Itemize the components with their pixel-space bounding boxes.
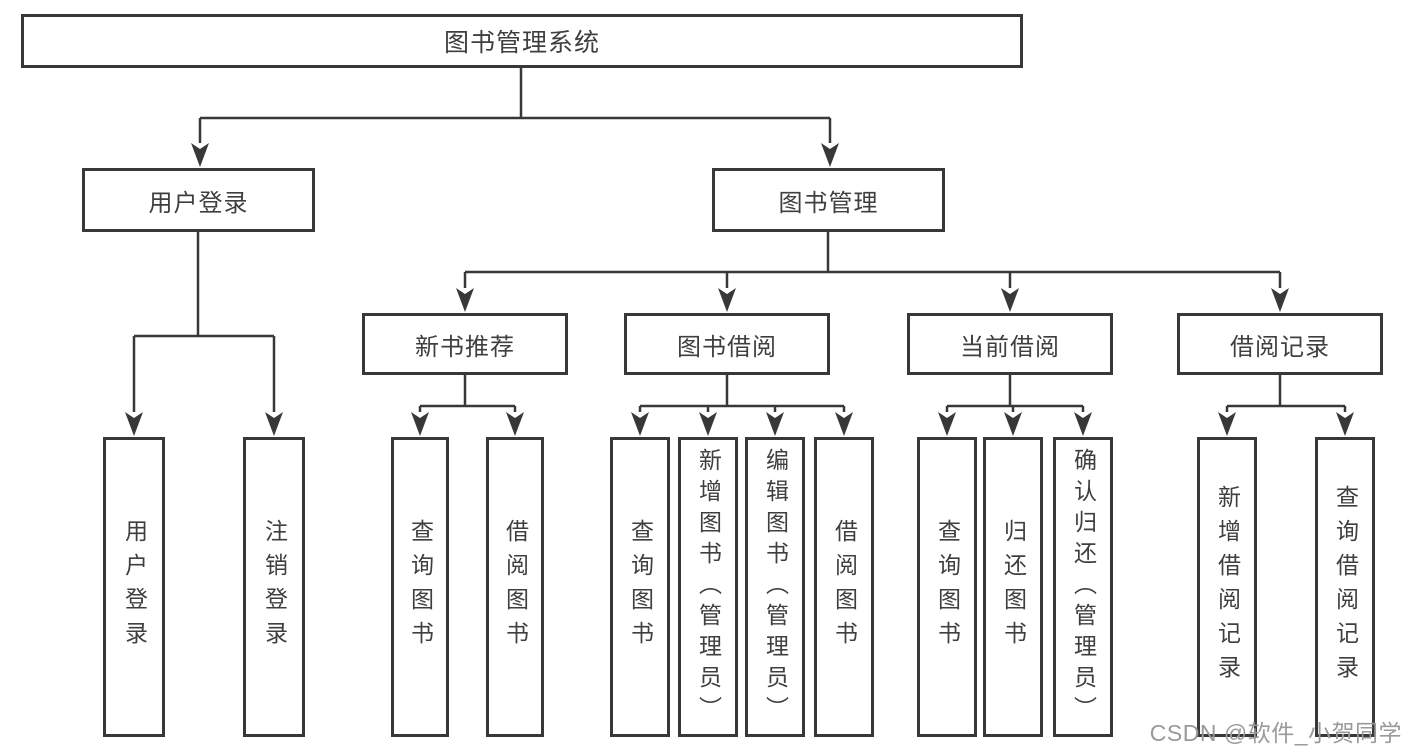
connector-book-management-to-level3 xyxy=(456,232,1289,312)
leaf-label: 用户登录 xyxy=(121,519,148,655)
node-user-login: 用户登录 xyxy=(82,168,315,232)
connector-line xyxy=(418,375,517,412)
leaf-query-books-2: 查询图书 xyxy=(610,437,670,737)
leaf-user-login: 用户登录 xyxy=(103,437,165,737)
leaf-add-books-admin: 新增图书（管理员） xyxy=(678,437,738,737)
arrow-down-icon xyxy=(1271,288,1289,312)
connector-line xyxy=(945,375,1085,412)
connector-line xyxy=(198,68,832,143)
arrow-down-icon xyxy=(456,288,474,312)
leaf-label: 新增借阅记录 xyxy=(1214,485,1241,689)
arrow-down-icon xyxy=(411,412,429,436)
connector-root-to-level2 xyxy=(191,68,839,167)
leaf-label: 查询图书 xyxy=(627,519,654,655)
node-book-borrow: 图书借阅 xyxy=(624,313,830,375)
connector-current-borrow-to-leaves xyxy=(938,375,1092,436)
leaf-confirm-return-admin: 确认归还（管理员） xyxy=(1053,437,1113,737)
arrow-down-icon xyxy=(821,143,839,167)
connector-new-book-recommend-to-leaves xyxy=(411,375,524,436)
arrow-down-icon xyxy=(766,412,784,436)
arrow-down-icon xyxy=(1004,412,1022,436)
node-current-borrow: 当前借阅 xyxy=(907,313,1113,375)
leaf-label: 编辑图书（管理员） xyxy=(762,447,789,727)
arrow-down-icon xyxy=(125,412,143,436)
leaf-label: 借阅图书 xyxy=(831,519,858,655)
arrow-down-icon xyxy=(191,143,209,167)
leaf-label: 查询图书 xyxy=(934,519,961,655)
connector-line xyxy=(638,375,846,412)
arrow-down-icon xyxy=(506,412,524,436)
arrow-down-icon xyxy=(938,412,956,436)
leaf-label: 查询图书 xyxy=(407,519,434,655)
leaf-label: 借阅图书 xyxy=(502,519,529,655)
connector-book-borrow-to-leaves xyxy=(631,375,853,436)
arrow-down-icon xyxy=(1074,412,1092,436)
leaf-label: 确认归还（管理员） xyxy=(1070,447,1097,727)
leaf-add-borrow-record: 新增借阅记录 xyxy=(1197,437,1257,737)
node-borrow-record: 借阅记录 xyxy=(1177,313,1383,375)
connector-borrow-record-to-leaves xyxy=(1218,375,1354,436)
leaf-logout: 注销登录 xyxy=(243,437,305,737)
connector-line xyxy=(132,232,276,412)
arrow-down-icon xyxy=(718,288,736,312)
arrow-down-icon xyxy=(835,412,853,436)
node-new-book-recommend: 新书推荐 xyxy=(362,313,568,375)
connector-line xyxy=(463,232,1282,288)
connector-line xyxy=(1225,375,1347,412)
arrow-down-icon xyxy=(265,412,283,436)
leaf-query-books-3: 查询图书 xyxy=(917,437,977,737)
node-library-management-system: 图书管理系统 xyxy=(21,14,1023,68)
arrow-down-icon xyxy=(1336,412,1354,436)
leaf-edit-books-admin: 编辑图书（管理员） xyxy=(745,437,805,737)
node-book-management: 图书管理 xyxy=(712,168,945,232)
leaf-borrow-books-2: 借阅图书 xyxy=(814,437,874,737)
leaf-borrow-books-1: 借阅图书 xyxy=(486,437,544,737)
leaf-query-borrow-record: 查询借阅记录 xyxy=(1315,437,1375,737)
arrow-down-icon xyxy=(631,412,649,436)
leaf-label: 查询借阅记录 xyxy=(1332,485,1359,689)
arrow-down-icon xyxy=(699,412,717,436)
leaf-label: 新增图书（管理员） xyxy=(695,447,722,727)
arrow-down-icon xyxy=(1218,412,1236,436)
leaf-label: 归还图书 xyxy=(1000,519,1027,655)
connector-user-login-to-leaves xyxy=(125,232,283,436)
watermark: CSDN @软件_小贺同学 xyxy=(1149,720,1402,746)
leaf-label: 注销登录 xyxy=(261,519,288,655)
leaf-return-books: 归还图书 xyxy=(983,437,1043,737)
leaf-query-books-1: 查询图书 xyxy=(391,437,449,737)
arrow-down-icon xyxy=(1001,288,1019,312)
